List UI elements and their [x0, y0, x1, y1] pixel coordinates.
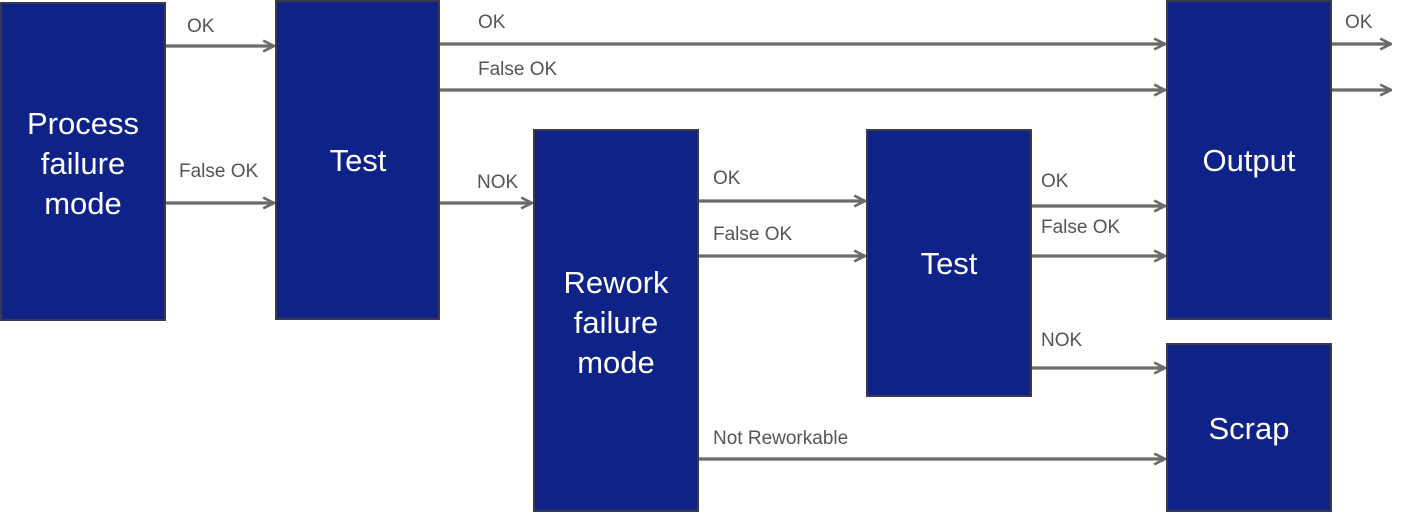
node-test1-line-1: Test — [330, 143, 387, 178]
node-process-line-3: mode — [44, 186, 122, 221]
edge-process-test-ok-label: OK — [187, 16, 215, 37]
node-test-1: Test — [275, 0, 440, 320]
edge-test2-output-ok-label: OK — [1041, 171, 1069, 192]
edge-process-test-false-ok-label: False OK — [179, 161, 259, 182]
edge-test2-output-false-ok-label: False OK — [1041, 217, 1121, 238]
edge-rework-test2-ok-label: OK — [713, 168, 741, 189]
node-rework-failure-mode: Rework failure mode — [533, 129, 699, 512]
node-rework-line-2: failure — [574, 305, 658, 340]
node-rework-line-3: mode — [577, 345, 655, 380]
edge-test1-output-ok-label: OK — [478, 12, 506, 33]
edge-test1-rework-nok-label: NOK — [477, 172, 519, 193]
node-test-2: Test — [866, 129, 1032, 397]
node-process-line-1: Process — [27, 106, 139, 141]
node-scrap-line-1: Scrap — [1209, 411, 1290, 446]
edges: OK False OK OK False OK NOK OK False OK … — [166, 12, 1391, 459]
node-process-failure-mode: Process failure mode — [0, 2, 166, 321]
node-rework-box — [533, 129, 699, 512]
node-scrap: Scrap — [1166, 343, 1332, 512]
nodes: Process failure mode Test Rework failure… — [0, 0, 1332, 512]
node-test1-box — [275, 0, 440, 320]
edge-rework-scrap-label: Not Reworkable — [713, 428, 848, 449]
node-rework-line-1: Rework — [563, 265, 669, 300]
node-output: Output — [1166, 0, 1332, 320]
node-test2-line-1: Test — [921, 246, 978, 281]
node-scrap-box — [1166, 343, 1332, 512]
edge-output-ok-label: OK — [1345, 12, 1373, 33]
edge-rework-test2-false-ok-label: False OK — [713, 224, 793, 245]
node-test2-box — [866, 129, 1032, 397]
node-process-box — [0, 2, 166, 321]
node-output-box — [1166, 0, 1332, 320]
node-output-line-1: Output — [1202, 143, 1295, 178]
node-process-line-2: failure — [41, 146, 125, 181]
edge-test1-output-false-ok-label: False OK — [478, 59, 558, 80]
edge-test2-scrap-nok-label: NOK — [1041, 330, 1083, 351]
